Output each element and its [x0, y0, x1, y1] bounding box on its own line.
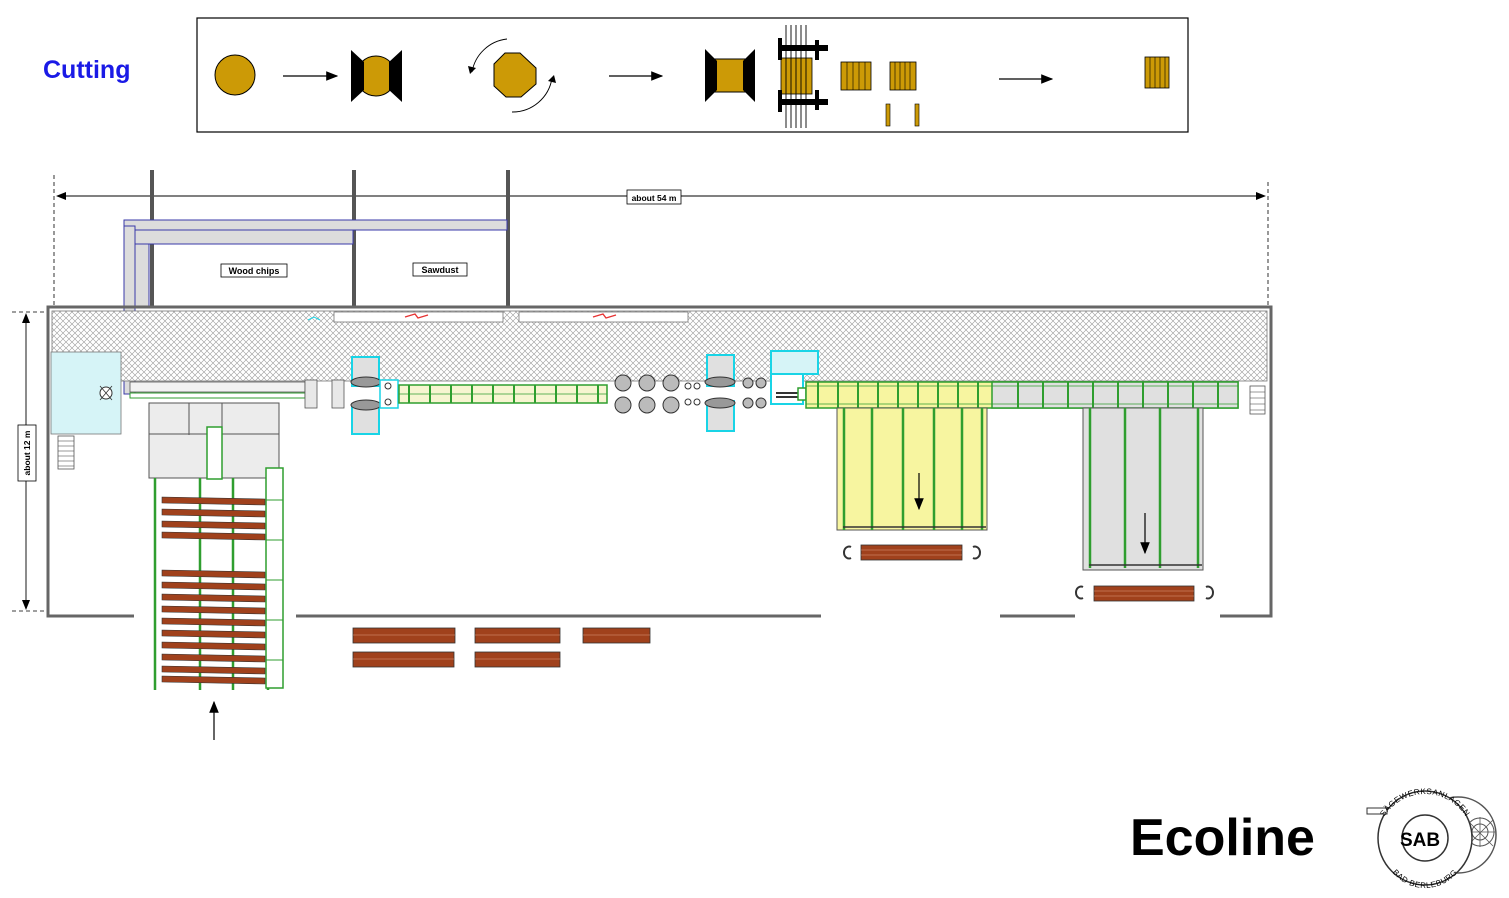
- final-lumber-icon: [1144, 56, 1170, 89]
- multi-rip-saw-icon: [778, 25, 828, 128]
- sawdust-label: Sawdust: [421, 265, 458, 275]
- stacking-table-2: [1075, 407, 1214, 602]
- chipper-heads-icon: [351, 50, 402, 102]
- chip-conveyor-channel: [51, 310, 1268, 382]
- width-dimension: [12, 311, 48, 612]
- outside-lumber-stacks: [352, 627, 651, 668]
- log-icon: [214, 54, 256, 96]
- cutting-sequence-panel: [196, 17, 1189, 133]
- logo-abbr: SAB: [1400, 830, 1440, 851]
- section-heading: Cutting: [43, 56, 131, 84]
- infeed-conveyor: [129, 379, 345, 409]
- chipper-canter-1: [350, 356, 399, 435]
- silo-area: [123, 170, 510, 395]
- length-dimension: [53, 175, 1269, 307]
- cant-chipper-icon: [705, 49, 755, 102]
- wood-chips-label: Wood chips: [229, 266, 280, 276]
- width-dimension-label: about 12 m: [22, 430, 32, 475]
- length-dimension-label: about 54 m: [632, 193, 677, 203]
- product-name: Ecoline: [1130, 809, 1315, 867]
- stacking-table-1: [836, 407, 988, 561]
- transfer-conveyor-1: [398, 384, 608, 404]
- centering-rolls: [614, 374, 701, 414]
- control-cabin: [50, 351, 122, 470]
- building-outline: [46, 305, 1273, 618]
- sorting-conveyor: [805, 381, 1266, 415]
- chipper-canter-2: [704, 354, 767, 432]
- sawn-boards-icon: [840, 61, 920, 127]
- log-infeed-deck: [148, 402, 284, 740]
- rotate-log-icon: [468, 38, 556, 113]
- sab-logo: SÄGEWERKSANLAGEN BAD BERLEBURG SAB: [1366, 787, 1497, 890]
- multi-rip-saw: [770, 350, 819, 405]
